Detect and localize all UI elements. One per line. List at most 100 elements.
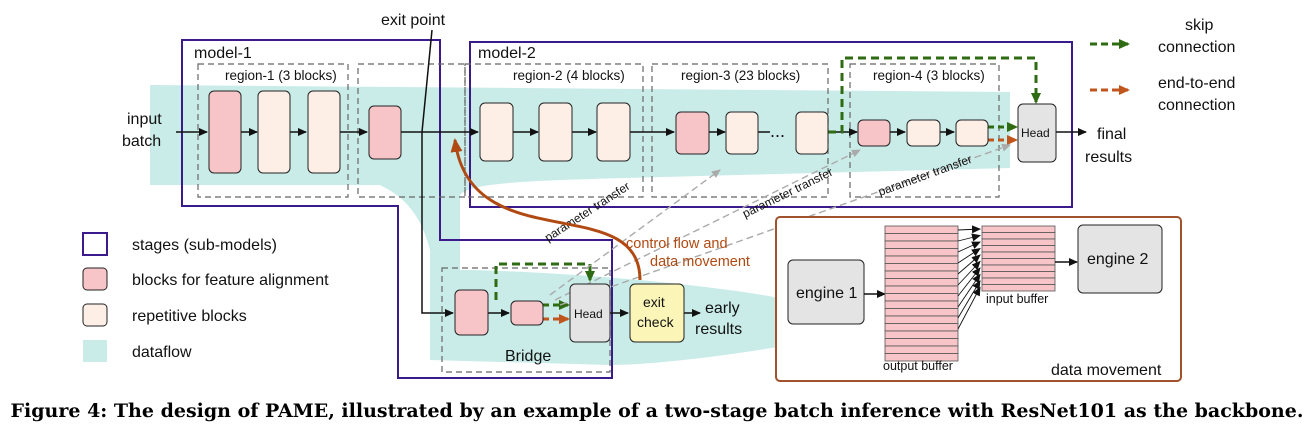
- output-buffer-row: [884, 248, 959, 257]
- repetitive-block-r4a: [906, 119, 941, 147]
- repetitive-legend-swatch: [82, 303, 108, 327]
- model-1-stage: [181, 39, 613, 379]
- stages-legend-swatch: [82, 232, 108, 256]
- model-1-label: model-1: [194, 45, 252, 62]
- input-batch-label-1: input: [127, 111, 162, 128]
- output-buffer-row: [884, 330, 959, 339]
- connection-legend: skip connection end-to-end connection: [1090, 17, 1235, 114]
- final-results-label-2: results: [1085, 149, 1132, 166]
- model-2-label: model-2: [478, 45, 536, 62]
- engine-2-label: engine 2: [1087, 251, 1148, 268]
- e2e-legend-label-2: connection: [1158, 97, 1235, 114]
- main-data-path: [176, 29, 1087, 317]
- buffer-transfer-arrow: [957, 225, 981, 234]
- buffer-transfer-arrow: [957, 267, 981, 297]
- input-buffer-row: [981, 258, 1056, 266]
- head-label-bridge: Head: [574, 307, 603, 321]
- region-labels: model-1 model-2 region-1 (3 blocks) regi…: [194, 12, 985, 83]
- region-1-box: [197, 63, 349, 198]
- dataflow-bands: [150, 85, 1010, 365]
- dataflow-legend-swatch: [83, 340, 107, 362]
- head-block-main: [1017, 103, 1057, 163]
- output-buffer-row: [884, 308, 959, 317]
- output-buffer-row: [884, 353, 959, 362]
- control-flow-arrow: [450, 138, 642, 281]
- align-legend-label: blocks for feature alignment: [132, 272, 329, 289]
- engine-2-box: [1077, 224, 1163, 294]
- input-buffer: [981, 225, 1056, 292]
- output-buffer: [884, 225, 959, 362]
- exit-point-label: exit point: [381, 12, 446, 29]
- repetitive-legend-label: repetitive blocks: [132, 308, 247, 325]
- buffer-transfer-arrow: [957, 260, 981, 286]
- bridge-align-block-2: [510, 300, 544, 326]
- repetitive-block-r4b: [955, 119, 989, 147]
- region-4-label: region-4 (3 blocks): [873, 68, 985, 83]
- model-2-stage: [469, 41, 1073, 208]
- input-buffer-row: [981, 225, 1056, 233]
- stage-boundaries: [181, 39, 1073, 379]
- param-transfer-label-1: parameter transfer: [542, 179, 632, 245]
- align-block-r1: [208, 90, 242, 174]
- input-buffer-row: [981, 251, 1056, 259]
- output-buffer-row: [884, 255, 959, 264]
- repetitive-block-r3a: [725, 111, 759, 155]
- repetitive-block-r1a: [257, 90, 291, 174]
- output-buffer-row: [884, 285, 959, 294]
- region-3-ellipsis: ...: [770, 121, 785, 141]
- input-buffer-row: [981, 232, 1056, 240]
- buffer-transfer-arrow: [957, 286, 981, 330]
- align-legend-swatch: [82, 267, 108, 291]
- io-labels: input batch final results early results: [122, 111, 1132, 338]
- input-buffer-row: [981, 238, 1056, 246]
- region-2-label: region-2 (4 blocks): [513, 68, 625, 83]
- output-buffer-row: [884, 233, 959, 242]
- connections: [494, 56, 1041, 324]
- output-buffer-row: [884, 263, 959, 272]
- repetitive-block-r1b: [307, 90, 341, 174]
- align-block-r3: [675, 111, 710, 155]
- skip-legend-label-1: skip: [1185, 17, 1214, 34]
- repetitive-block-r3b: [795, 111, 829, 155]
- stages-legend-label: stages (sub-models): [132, 237, 277, 254]
- region-2-box: [464, 63, 644, 198]
- output-buffer-row: [884, 315, 959, 324]
- repetitive-block-r2b: [538, 102, 573, 162]
- control-flow-label-1: control flow and: [626, 236, 728, 252]
- buffer-transfer-arrow: [957, 254, 981, 275]
- buffer-transfer-arrow: [957, 241, 981, 253]
- output-buffer-row: [884, 225, 959, 234]
- output-buffer-row: [884, 293, 959, 302]
- early-results-label-2: results: [695, 321, 742, 338]
- exit-check-label-2: check: [637, 314, 675, 330]
- head-label-main: Head: [1021, 126, 1050, 140]
- input-batch-label-2: batch: [122, 133, 161, 150]
- head-block-bridge: [569, 283, 611, 343]
- control-flow-label-2: data movement: [650, 254, 750, 270]
- repetitive-block-r2c: [596, 102, 631, 162]
- region-3-label: region-3 (23 blocks): [681, 68, 800, 83]
- bridge-label: Bridge: [505, 348, 551, 365]
- input-buffer-row: [981, 245, 1056, 253]
- align-block-r4: [857, 119, 891, 147]
- engine-1-label: engine 1: [796, 285, 857, 302]
- exit-check-box: [629, 283, 685, 343]
- output-buffer-row: [884, 240, 959, 249]
- pame-design-diagram: model-1 model-2 region-1 (3 blocks) regi…: [82, 12, 1235, 382]
- final-results-label-1: final: [1097, 126, 1126, 143]
- exit-check-label-1: exit: [643, 294, 665, 310]
- repetitive-block-r2a: [479, 102, 514, 162]
- input-buffer-row: [981, 271, 1056, 279]
- input-buffer-row: [981, 264, 1056, 272]
- skip-legend-label-2: connection: [1158, 39, 1235, 56]
- region-4-box: [849, 63, 1000, 198]
- input-buffer-row: [981, 277, 1056, 285]
- type-legend: stages (sub-models) blocks for feature a…: [82, 232, 329, 362]
- bridge-align-block-1: [454, 289, 489, 336]
- skip-connection-bridge: [494, 262, 595, 300]
- dataflow-legend-label: dataflow: [132, 344, 192, 361]
- buffer-transfer-arrow: [957, 233, 981, 242]
- control-flow: control flow and data movement: [450, 138, 750, 281]
- output-buffer-row: [884, 338, 959, 347]
- data-movement-panel: engine 1 engine 2 output buffer input bu…: [775, 216, 1182, 382]
